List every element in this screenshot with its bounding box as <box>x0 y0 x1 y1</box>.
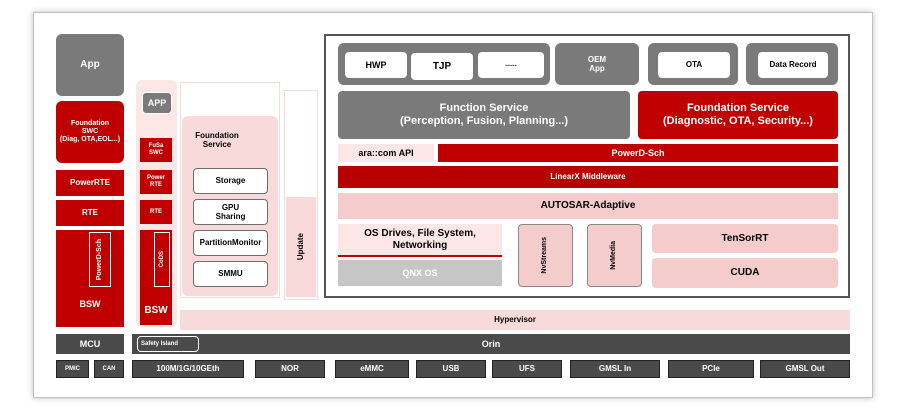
left-app: App <box>56 34 124 96</box>
iface-gmsl-out: GMSL Out <box>760 360 850 378</box>
linearx-middleware: LinearX Middleware <box>338 166 838 188</box>
col2-power-rte: Power RTE <box>140 170 172 194</box>
foundation-title: Foundation Service <box>195 130 239 149</box>
foundation-storage: Storage <box>193 168 268 194</box>
left-foundation-swc: Foundation SWC (Diag, OTA,EOL...) <box>56 101 124 163</box>
foundation-gpu-sharing: GPU Sharing <box>193 199 268 225</box>
nvmedia: NvMedia <box>587 224 642 287</box>
mcu: MCU <box>56 334 124 354</box>
cuda: CUDA <box>652 258 838 288</box>
iface-nor: NOR <box>255 360 325 378</box>
iface-eth: 100M/1G/10GEth <box>132 360 244 378</box>
iface-gmsl-in: GMSL In <box>570 360 660 378</box>
data-record: Data Record <box>758 52 828 78</box>
app-tjp: TJP <box>411 53 473 80</box>
app-hwp: HWP <box>345 52 407 78</box>
update-block: Update <box>286 197 316 297</box>
qnx-os: QNX OS <box>338 260 502 286</box>
ota: OTA <box>658 52 730 78</box>
orin: Orin <box>132 334 850 354</box>
safety-island: Safety Island <box>137 336 199 352</box>
col2-rte: RTE <box>140 200 172 224</box>
os-drives: OS Drives, File System, Networking <box>338 224 502 257</box>
pmic: PMIC <box>56 360 89 378</box>
left-powerrte: PowerRTE <box>56 170 124 196</box>
col2-bsw-label: BSW <box>144 305 168 317</box>
tensorrt: TenSorRT <box>652 224 838 253</box>
left-powerd-sch: PowerD-Sch <box>89 232 111 287</box>
oem-app: OEM App <box>555 43 639 85</box>
can: CAN <box>94 360 124 378</box>
foundation-partition-monitor: PartitionMonitor <box>193 230 268 256</box>
left-rte: RTE <box>56 200 124 226</box>
iface-ufs: UFS <box>492 360 562 378</box>
hypervisor: Hypervisor <box>180 310 850 330</box>
col2-cdd: CoDS <box>154 232 170 287</box>
left-bsw-label: BSW <box>79 298 101 309</box>
ara-com-api: ara::com API <box>338 144 434 162</box>
col2-app: APP <box>142 92 172 114</box>
function-service: Function Service (Perception, Fusion, Pl… <box>338 91 630 139</box>
app-more: ...... <box>478 52 544 78</box>
autosar-adaptive: AUTOSAR-Adaptive <box>338 193 838 219</box>
iface-pcie: PCIe <box>668 360 754 378</box>
iface-emmc: eMMC <box>335 360 409 378</box>
iface-usb: USB <box>416 360 486 378</box>
powerd-sch: PowerD-Sch <box>438 144 838 162</box>
col2-fusa-swc: FuSa SWC <box>140 138 172 162</box>
foundation-service: Foundation Service (Diagnostic, OTA, Sec… <box>638 91 838 139</box>
nvstreams: NvStreams <box>518 224 573 287</box>
foundation-smmu: SMMU <box>193 261 268 287</box>
